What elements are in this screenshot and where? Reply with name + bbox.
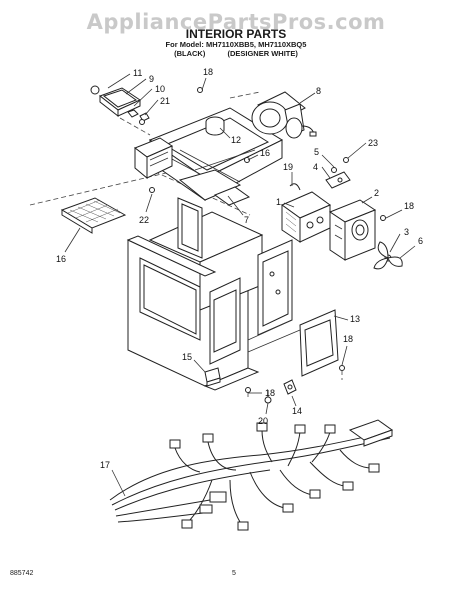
callout-20: 20 <box>258 402 269 426</box>
svg-text:6: 6 <box>418 236 423 246</box>
svg-text:3: 3 <box>404 227 409 237</box>
model-variants: (BLACK) (DESIGNER WHITE) <box>0 49 472 58</box>
svg-text:23: 23 <box>368 138 378 148</box>
callout-12: 12 <box>219 127 241 145</box>
callout-23: 23 <box>347 138 378 159</box>
part-fan-motor-8 <box>251 91 317 139</box>
callout-16a: 16 <box>247 148 270 161</box>
svg-text:7: 7 <box>244 215 249 225</box>
callout-3: 3 <box>389 227 409 253</box>
svg-text:19: 19 <box>283 162 293 172</box>
callout-6: 6 <box>399 236 423 259</box>
part-12 <box>205 116 225 136</box>
callout-22: 22 <box>139 193 153 225</box>
callout-10: 10 <box>133 84 165 107</box>
model-numbers: For Model: MH7110XBB5, MH7110XBQ5 <box>165 40 307 49</box>
svg-text:18: 18 <box>404 201 414 211</box>
callout-4: 4 <box>313 162 331 179</box>
page-number: 5 <box>232 570 236 577</box>
variant-white: (DESIGNER WHITE) <box>227 49 298 58</box>
svg-text:16: 16 <box>260 148 270 158</box>
svg-text:4: 4 <box>313 162 318 172</box>
part-bracket-top-left <box>90 85 150 122</box>
part-20 <box>264 390 272 404</box>
callout-18d: 18 <box>248 388 275 398</box>
callout-18a: 18 <box>201 67 213 91</box>
variant-black: (BLACK) <box>174 49 206 58</box>
callout-11: 11 <box>107 68 142 89</box>
callout-8: 8 <box>299 86 321 104</box>
part-bracket-2 <box>328 199 377 261</box>
footer-code: 885742 <box>10 570 34 577</box>
callout-7: 7 <box>227 195 249 225</box>
svg-text:12: 12 <box>231 135 241 145</box>
part-top-channel-7 <box>148 107 284 206</box>
part-4-5-screws <box>325 157 351 189</box>
callout-1: 1 <box>276 197 295 208</box>
part-filter-16 <box>60 197 127 234</box>
callout-19: 19 <box>283 162 293 186</box>
callout-21: 21 <box>144 96 170 116</box>
callout-14: 14 <box>291 395 302 416</box>
callout-9: 9 <box>125 74 154 95</box>
svg-text:17: 17 <box>100 460 110 470</box>
part-14 <box>283 379 297 395</box>
part-wire-harness-17 <box>109 419 394 531</box>
svg-text:11: 11 <box>133 68 142 78</box>
svg-text:18: 18 <box>343 334 353 344</box>
svg-text:5: 5 <box>314 147 319 157</box>
callout-13: 13 <box>333 314 360 324</box>
callout-17: 17 <box>100 460 126 497</box>
page-title: INTERIOR PARTS <box>185 27 287 41</box>
part-control-1 <box>280 183 332 243</box>
svg-text:14: 14 <box>292 406 302 416</box>
part-15 <box>204 367 221 387</box>
svg-text:13: 13 <box>350 314 360 324</box>
part-cover-13 <box>299 309 339 377</box>
callout-16b: 16 <box>56 227 81 264</box>
callout-18b: 18 <box>385 201 414 219</box>
watermark: AppliancePartsPros.com <box>86 10 386 34</box>
svg-text:18: 18 <box>203 67 213 77</box>
part-small-bracket <box>133 137 174 180</box>
svg-text:20: 20 <box>258 416 268 426</box>
svg-text:8: 8 <box>316 86 321 96</box>
svg-text:21: 21 <box>160 96 170 106</box>
part-cavity-frame <box>126 197 301 391</box>
callout-15: 15 <box>182 352 206 373</box>
callout-2: 2 <box>361 188 379 204</box>
svg-text:16: 16 <box>56 254 66 264</box>
callout-5: 5 <box>314 147 335 168</box>
svg-text:15: 15 <box>182 352 192 362</box>
svg-text:10: 10 <box>155 84 165 94</box>
callout-18c: 18 <box>341 334 353 366</box>
svg-text:1: 1 <box>276 197 281 207</box>
svg-text:18: 18 <box>265 388 275 398</box>
callout-labels: 11 9 10 21 18 8 12 16 5 4 23 19 1 2 18 3… <box>56 67 423 497</box>
svg-text:9: 9 <box>149 74 154 84</box>
svg-text:2: 2 <box>374 188 379 198</box>
part-fan-blade-3 <box>373 241 403 270</box>
svg-text:22: 22 <box>139 215 149 225</box>
